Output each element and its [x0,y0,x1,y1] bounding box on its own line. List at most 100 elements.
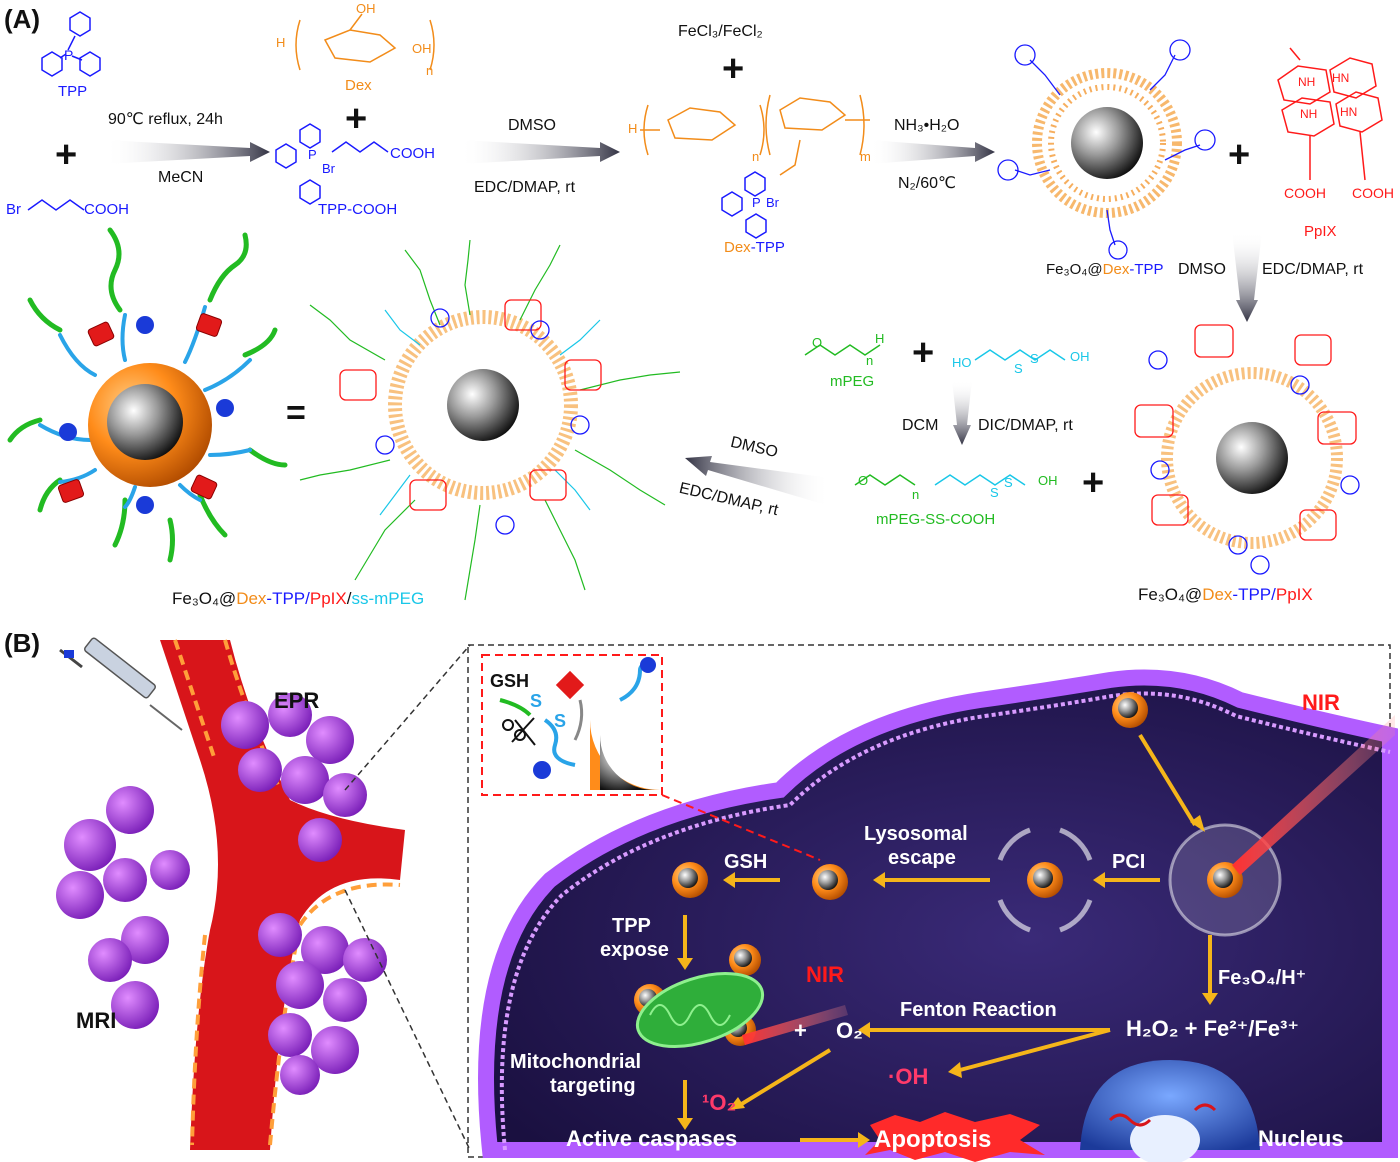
ppix-label: PpIX [1304,223,1337,240]
dex-oh-top: OH [356,1,376,16]
plus-5: + [912,332,935,374]
ppix-cooh-right: COOH [1352,185,1394,201]
fenton-label: Fenton Reaction [900,999,1057,1021]
final-product-label: Fe₃O₄@Dex-TPP/PpIX/ss-mPEG [172,589,425,608]
ppix-hn-2: HN [1340,105,1358,119]
mpeg-ss-cooh-label: mPEG-SS-COOH [876,511,996,528]
dex-tpp-h: H [628,121,638,136]
mpeg-o: O [812,335,823,350]
fe3o4-h-label: Fe₃O₄/H⁺ [1218,967,1307,989]
arrow-step5 [952,380,972,445]
dex-tpp-m: m [860,149,871,164]
step4-conditions-left: DMSO [1178,261,1226,278]
dex-tpp-n: n [752,149,760,164]
nucleus-label: Nucleus [1258,1126,1344,1151]
mpeg-structure [804,344,881,356]
dex-tpp-p: P [752,195,761,210]
mpeg-h: H [875,331,885,346]
ppix-nh-2: NH [1300,107,1318,121]
gsh-label: GSH [724,851,768,873]
tpp-expose-expose: expose [600,939,669,961]
fe3o4-dex-tpp-label: Fe₃O₄@Dex-TPP [1046,261,1164,278]
ss-acid-s2: S [1030,351,1039,366]
tpp-label: TPP [58,83,88,100]
gsh-inset-graphic [499,657,660,790]
mpeg-ss-o: O [858,473,869,488]
step5-conditions-left: DCM [902,417,939,434]
mpeg-ss-n: n [912,487,920,502]
plus-6: + [1082,462,1105,504]
inset-s1: S [530,691,543,711]
fe3o4-dex-tpp-ppix-label: Fe₃O₄@Dex-TPP/PpIX [1138,585,1313,604]
bromo-cooh-label: COOH [84,201,129,218]
hydroxyl-radical-label: ·OH [888,1064,929,1089]
mpeg-ss-oh: OH [1038,473,1058,488]
ppix-cooh-left: COOH [1284,185,1326,201]
ppix-hn-1: HN [1332,71,1350,85]
dex-label: Dex [345,77,372,94]
nir-mito-label: NIR [806,962,844,987]
nir-laser-top [1232,715,1395,875]
dex-tpp-br: Br [766,195,779,210]
arrow-step6 [685,456,830,505]
step2-conditions-top: DMSO [508,117,556,134]
ss-acid-oh: OH [1070,349,1090,364]
nucleus-graphic [1080,1060,1260,1162]
step4-conditions-right: EDC/DMAP, rt [1262,261,1364,278]
arrow-step4 [1232,232,1262,322]
reaction-arrows [105,140,1262,505]
mpeg-ss-s2: S [1004,475,1013,490]
plus-1: + [55,134,78,176]
mpeg-ss-s1: S [990,485,999,500]
active-caspases-label: Active caspases [566,1126,738,1151]
fe3o4-dex-tpp-particle [997,39,1216,260]
arrow-step2 [460,140,620,164]
step2-conditions-bottom: EDC/DMAP, rt [474,179,576,196]
o2-label: O₂ [836,1018,863,1043]
tpp-structure [41,11,101,77]
nir-top-label: NIR [1302,690,1340,715]
tpp-cooh-br: Br [322,161,335,176]
plus-4: + [1228,134,1251,176]
panel-b-label: (B) [4,628,41,658]
cartoon-nanoparticle [7,227,288,563]
ss-acid-s1: S [1014,361,1023,376]
tumor-cells [56,693,387,1095]
syringe [59,637,183,731]
gsh-inset-label: GSH [490,671,530,691]
ppix-structure [1277,47,1383,181]
step1-conditions-bottom: MeCN [158,169,204,186]
tpp-expose-tpp: TPP [612,915,651,937]
inset-s2: S [554,711,567,731]
final-particle-chemical [299,239,681,601]
escape-label: escape [888,847,956,869]
arrow-step3 [870,140,995,164]
equals-sign: = [286,394,306,432]
step1-conditions-top: 90℃ reflux, 24h [108,111,223,128]
step3-conditions-bottom: N₂/60℃ [898,175,956,192]
plus-2: + [345,98,368,140]
mpeg-label: mPEG [830,373,875,390]
ss-acid-ho: HO [952,355,972,370]
dex-tpp-structure [640,94,870,176]
mpeg-n: n [866,353,874,368]
step3-conditions-top: NH₃•H₂O [894,117,960,134]
fe3o4-dex-tpp-ppix-particle [1134,324,1360,575]
mitochondrial-label: Mitochondrial [510,1051,642,1073]
nir-laser-mito [742,1005,848,1045]
ss-acid-structure [974,349,1066,361]
arrow-step1 [105,140,270,164]
dex-tpp-phosphonium [721,171,767,239]
panel-a-label: (A) [4,4,41,34]
epr-label: EPR [274,688,320,713]
tpp-cooh-label: TPP-COOH [318,201,398,218]
dex-structure [295,13,435,71]
mitochondrion [635,972,765,1048]
dex-n-label: n [426,63,434,78]
h2o2-label: H₂O₂ + Fe²⁺/Fe³⁺ [1126,1016,1299,1041]
tpp-cooh-structure [275,123,389,205]
mpeg-ss-cooh-structure [854,474,916,486]
targeting-label: targeting [550,1075,636,1097]
dex-oh-right: OH [412,41,432,56]
